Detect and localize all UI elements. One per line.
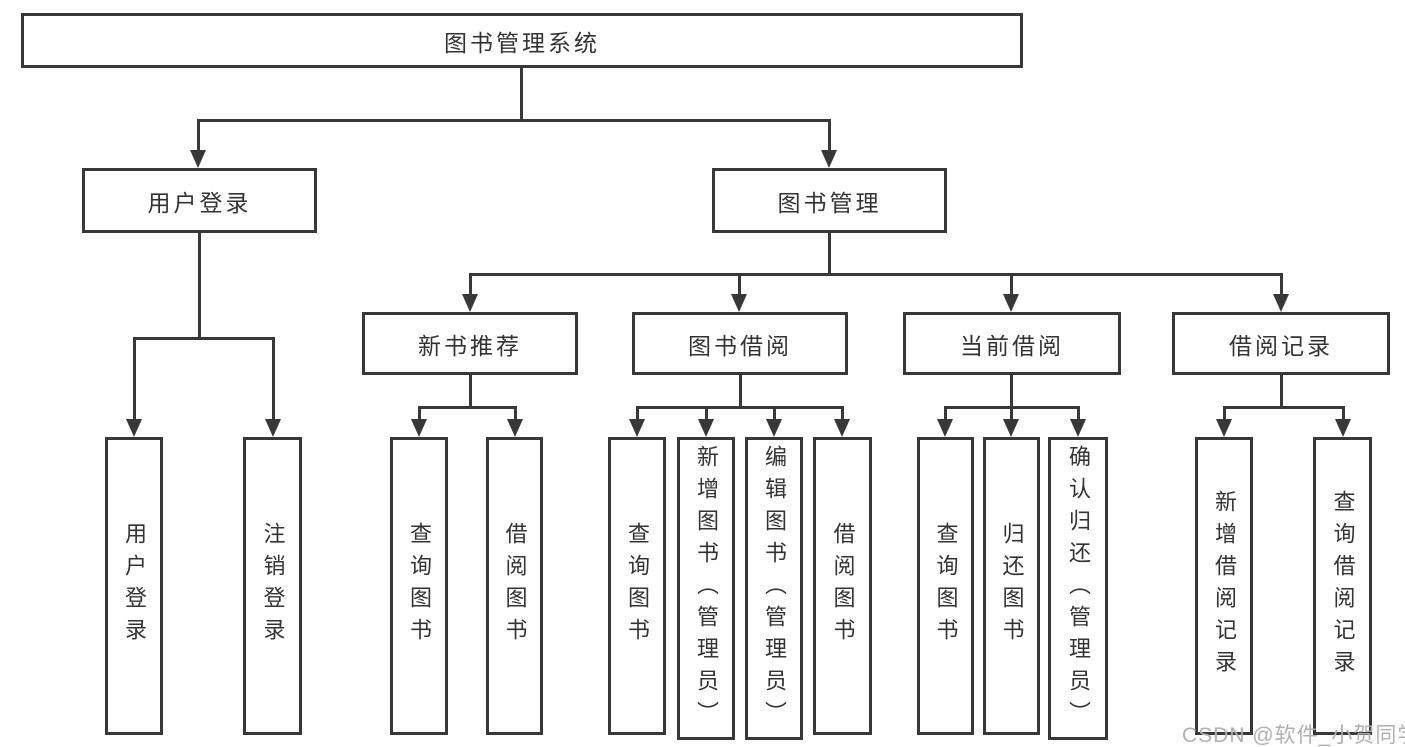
connector-drop-bb-query xyxy=(636,406,639,422)
arrowhead-down-icon xyxy=(698,419,714,437)
watermark: CSDN @软件_小贺同学 xyxy=(1182,724,1405,747)
connector-level3-branch xyxy=(469,273,1282,276)
connector-user-login-stem xyxy=(198,232,201,340)
arrowhead-down-icon xyxy=(629,419,645,437)
arrowhead-down-icon xyxy=(411,419,427,437)
connector-drop-book-borrow xyxy=(738,273,741,296)
node-br-add-record: 新增借阅记录 xyxy=(1195,437,1253,735)
connector-drop-bb-add xyxy=(705,406,708,422)
arrowhead-down-icon xyxy=(507,419,523,437)
node-cb-return-books: 归还图书 xyxy=(983,437,1040,735)
arrowhead-down-icon xyxy=(126,419,142,437)
connector-drop-nb-query xyxy=(418,406,421,422)
node-borrow-records: 借阅记录 xyxy=(1172,312,1390,375)
arrowhead-down-icon xyxy=(766,419,782,437)
connector-current-borrow-stem xyxy=(1010,375,1013,409)
connector-drop-book-management xyxy=(828,119,831,152)
node-cb-confirm-return-admin: 确认归还（管理员） xyxy=(1048,437,1108,740)
node-br-query-record: 查询借阅记录 xyxy=(1313,437,1372,735)
arrowhead-down-icon xyxy=(834,419,850,437)
node-current-borrow: 当前借阅 xyxy=(903,312,1121,375)
node-book-management: 图书管理 xyxy=(712,168,947,233)
connector-level1-branch xyxy=(197,119,830,122)
connector-drop-nb-borrow xyxy=(514,406,517,422)
connector-drop-current-borrow xyxy=(1010,273,1013,296)
node-bb-edit-books-admin: 编辑图书（管理员） xyxy=(745,437,803,740)
arrowhead-down-icon xyxy=(462,294,478,312)
connector-borrow-records-stem xyxy=(1280,375,1283,409)
node-new-book-recommend: 新书推荐 xyxy=(362,312,578,375)
node-bb-borrow-books: 借阅图书 xyxy=(813,437,872,735)
connector-drop-cb-query xyxy=(944,406,947,422)
arrowhead-down-icon xyxy=(190,150,206,168)
connector-drop-br-query xyxy=(1342,406,1345,422)
node-bb-query-books: 查询图书 xyxy=(608,437,666,735)
connector-drop-br-add xyxy=(1223,406,1226,422)
connector-root-stem xyxy=(520,68,523,122)
connector-drop-new-books xyxy=(469,273,472,296)
connector-drop-borrow-records xyxy=(1280,273,1283,296)
connector-book-management-stem xyxy=(828,233,831,276)
connector-drop-cb-confirm xyxy=(1077,406,1080,422)
arrowhead-down-icon xyxy=(1273,294,1289,312)
connector-new-books-branch xyxy=(418,406,516,409)
connector-book-borrow-branch xyxy=(636,406,843,409)
arrowhead-down-icon xyxy=(731,294,747,312)
connector-user-login-branch xyxy=(133,337,274,340)
connector-drop-cb-return xyxy=(1010,406,1013,422)
connector-book-borrow-stem xyxy=(739,375,742,409)
node-nb-query-books: 查询图书 xyxy=(390,437,448,735)
arrowhead-down-icon xyxy=(265,419,281,437)
arrowhead-down-icon xyxy=(821,150,837,168)
node-cb-query-books: 查询图书 xyxy=(917,437,974,735)
node-bb-add-books-admin: 新增图书（管理员） xyxy=(677,437,735,740)
arrowhead-down-icon xyxy=(1003,419,1019,437)
arrowhead-down-icon xyxy=(1216,419,1232,437)
connector-drop-bb-borrow xyxy=(841,406,844,422)
arrowhead-down-icon xyxy=(1003,294,1019,312)
arrowhead-down-icon xyxy=(1335,419,1351,437)
arrowhead-down-icon xyxy=(1070,419,1086,437)
connector-drop-user-login xyxy=(197,119,200,152)
connector-drop-logout xyxy=(272,337,275,422)
connector-new-books-stem xyxy=(469,375,472,409)
node-logout-leaf: 注销登录 xyxy=(243,437,302,735)
node-nb-borrow-books: 借阅图书 xyxy=(486,437,543,735)
connector-drop-bb-edit xyxy=(773,406,776,422)
node-root: 图书管理系统 xyxy=(21,13,1023,68)
connector-drop-login xyxy=(133,337,136,422)
node-user-login-leaf: 用户登录 xyxy=(105,437,163,735)
node-user-login: 用户登录 xyxy=(82,168,317,233)
node-book-borrow: 图书借阅 xyxy=(632,312,848,375)
arrowhead-down-icon xyxy=(937,419,953,437)
connector-borrow-records-branch xyxy=(1223,406,1344,409)
